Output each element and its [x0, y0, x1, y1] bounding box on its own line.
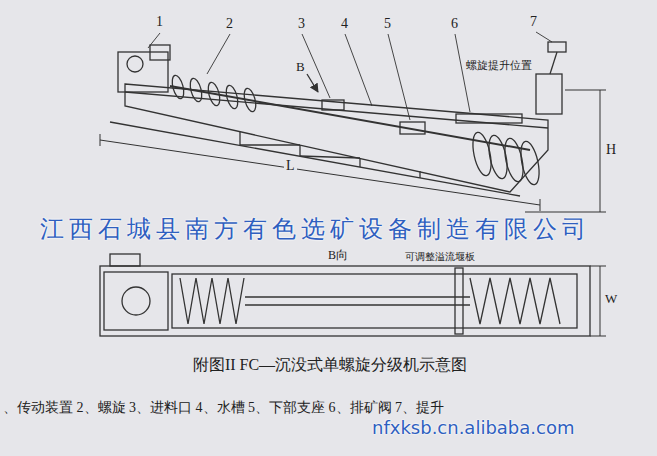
callout-number: 1 [156, 14, 163, 30]
watermark-url: nfxksb.cn.alibaba.com [372, 418, 574, 439]
figure-caption: 附图II FC—沉没式单螺旋分级机示意图 [193, 356, 467, 374]
dimension-label: H [604, 142, 618, 158]
callout-number: 5 [384, 16, 391, 32]
side-view [100, 32, 606, 212]
callout-number: 4 [341, 16, 348, 32]
parts-list: 、传动装置 2、螺旋 3、进料口 4、水槽 5、下部支座 6、排矿阀 7、提升 [3, 400, 444, 416]
view-letter: B [296, 60, 305, 75]
callout-number: 3 [298, 16, 305, 32]
callout-number: 7 [530, 14, 537, 30]
dimension-label: W [603, 292, 619, 307]
callout-number: 6 [451, 16, 458, 32]
part-note: 可调整溢流堰板 [405, 251, 475, 263]
view-label: B向 [328, 249, 348, 263]
watermark: 江西石城县南方有色选矿设备制造有限公司 [40, 216, 591, 244]
plan-view [100, 254, 606, 336]
dimension-label: L [284, 158, 297, 174]
callout-number: 2 [226, 16, 233, 32]
position-note: 螺旋提升位置 [466, 59, 532, 72]
